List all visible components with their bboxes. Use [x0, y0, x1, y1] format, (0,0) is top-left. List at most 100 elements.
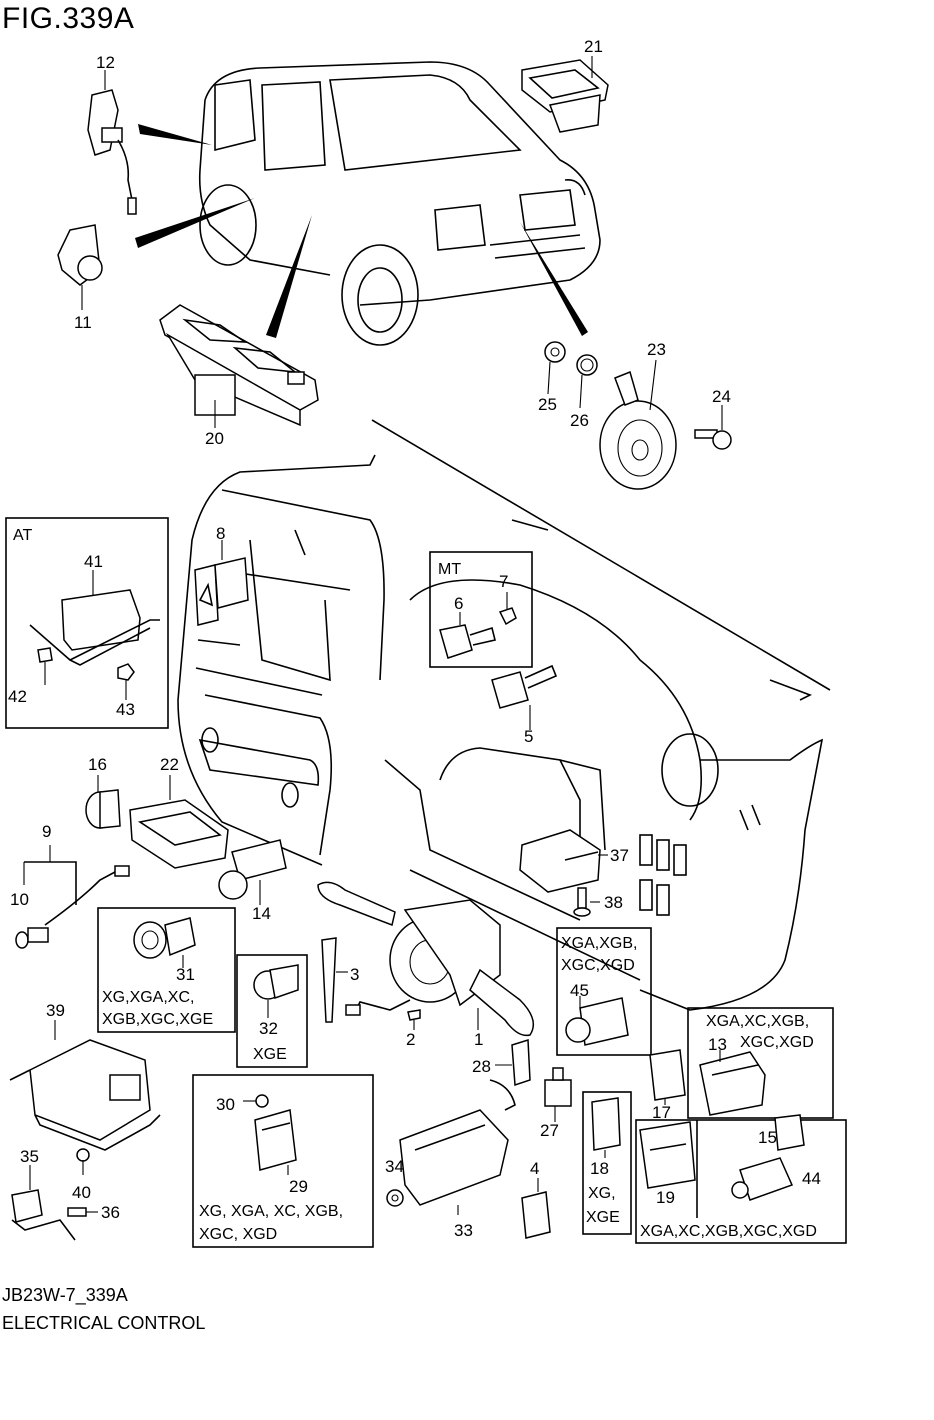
box-31	[97, 907, 236, 1033]
box-45	[556, 927, 652, 1056]
part-number-label: 28	[472, 1057, 491, 1076]
box32-label: XGE	[253, 1046, 287, 1063]
part-27-relay	[544, 1067, 572, 1122]
part-5-brake-switch	[491, 664, 558, 730]
part-number-label: 8	[216, 524, 225, 543]
part-16-sensor	[85, 775, 121, 829]
part-33-control-unit	[399, 1079, 516, 1215]
at-box	[5, 517, 169, 729]
box31-label-1: XG,XGA,XC,	[102, 989, 194, 1006]
box-18	[582, 1091, 632, 1235]
part-number-label: 40	[72, 1183, 91, 1202]
part-number-label: 31	[176, 965, 195, 984]
box31-label-2: XGB,XGC,XGE	[102, 1011, 213, 1028]
part-number-label: 5	[524, 727, 533, 746]
part-1-combination-switch	[317, 881, 535, 1037]
part-38-screw	[573, 887, 600, 917]
part-4-relay	[521, 1178, 551, 1239]
part-number-label: 20	[205, 429, 224, 448]
part-40-screw	[76, 1148, 90, 1175]
box45-label-1: XGA,XGB,	[561, 935, 637, 952]
part-number-label: 14	[252, 904, 271, 923]
part-14-switch	[218, 839, 287, 905]
part-number-label: 17	[652, 1103, 671, 1122]
part-22-module	[129, 775, 229, 869]
part-number-label: 13	[708, 1035, 727, 1054]
part-number-label: 6	[454, 594, 463, 613]
part-11-switch	[57, 224, 103, 310]
part-23-horn	[599, 359, 677, 490]
part-number-label: 12	[96, 53, 115, 72]
part-35-sensor	[11, 1165, 76, 1241]
part-number-label: 2	[406, 1030, 415, 1049]
part-number-label: 4	[530, 1159, 539, 1178]
part-number-label: 7	[499, 572, 508, 591]
box29-label-2: XGC, XGD	[199, 1226, 277, 1243]
figure-name: ELECTRICAL CONTROL	[2, 1313, 206, 1333]
box18-label-2: XGE	[586, 1209, 620, 1226]
part-number-label: 27	[540, 1121, 559, 1140]
at-label: AT	[13, 527, 32, 544]
part-number-label: 11	[74, 313, 92, 332]
part-number-label: 15	[758, 1128, 777, 1147]
box-29	[192, 1074, 374, 1248]
part-number-label: 38	[604, 893, 623, 912]
part-number-label: 26	[570, 411, 589, 430]
part-number-label: 39	[46, 1001, 65, 1020]
part-number-label: 25	[538, 395, 557, 414]
part-24-bolt	[694, 405, 732, 450]
part-number-label: 35	[20, 1147, 39, 1166]
part-number-label: 44	[802, 1169, 821, 1188]
part-number-label: 33	[454, 1221, 473, 1240]
box-19-44	[635, 1114, 847, 1244]
part-17-switch	[649, 1049, 686, 1105]
figure-title: FIG.339A	[2, 2, 135, 35]
part-number-label: 37	[610, 846, 629, 865]
part-2-screw	[407, 1009, 421, 1030]
part-number-label: 43	[116, 700, 135, 719]
part-number-label: 24	[712, 387, 731, 406]
box13-label-1: XGA,XC,XGB,	[706, 1013, 809, 1030]
part-9-10-wire	[15, 845, 130, 949]
part-28-bracket	[495, 1038, 531, 1087]
pointer-wedges	[135, 124, 588, 338]
part-number-label: 10	[10, 890, 29, 909]
part-36-bolt	[67, 1207, 98, 1217]
part-number-label: 32	[259, 1019, 278, 1038]
instrument-panel-outline	[177, 419, 831, 1011]
box-32	[236, 954, 308, 1068]
variant-labels: AT MT XG,XGA,XC, XGB,XGC,XGE XGE XGA,XGB…	[13, 527, 817, 1243]
part-20-window-switch	[159, 304, 319, 428]
part-21-switch	[521, 56, 609, 133]
part-26-washer	[576, 354, 598, 409]
part-number-label: 3	[350, 965, 359, 984]
box-13	[687, 1007, 834, 1119]
part-8-hazard-switch	[194, 540, 249, 626]
part-number-label: 36	[101, 1203, 120, 1222]
part-number-label: 30	[216, 1095, 235, 1114]
part-number-label: 16	[88, 755, 107, 774]
vehicle-outline	[198, 61, 601, 346]
part-number-label: 29	[289, 1177, 308, 1196]
part-37-relay	[519, 829, 608, 893]
part-number-label: 21	[584, 37, 603, 56]
part-3-bracket	[321, 937, 348, 1023]
box18-label-1: XG,	[588, 1185, 616, 1202]
part-number-label: 23	[647, 340, 666, 359]
part-number-label: 42	[8, 687, 27, 706]
part-number-label: 45	[570, 981, 589, 1000]
part-25-nut	[544, 341, 566, 395]
part-number-label: 9	[42, 822, 51, 841]
mt-label: MT	[438, 561, 461, 578]
part-39-airbag-module	[9, 1020, 161, 1151]
box45-label-2: XGC,XGD	[561, 957, 635, 974]
box13-label-2: XGC,XGD	[740, 1034, 814, 1051]
part-number-label: 41	[84, 552, 103, 571]
part-number-label: 18	[590, 1159, 609, 1178]
box29-label-1: XG, XGA, XC, XGB,	[199, 1203, 343, 1220]
part-12-door-switch	[87, 70, 137, 215]
part-number-label: 34	[385, 1157, 404, 1176]
mt-box	[429, 551, 533, 668]
part-labels: 12 11 21 20 25 26 23 24 8 41 42 43 6 7 5…	[8, 37, 821, 1240]
